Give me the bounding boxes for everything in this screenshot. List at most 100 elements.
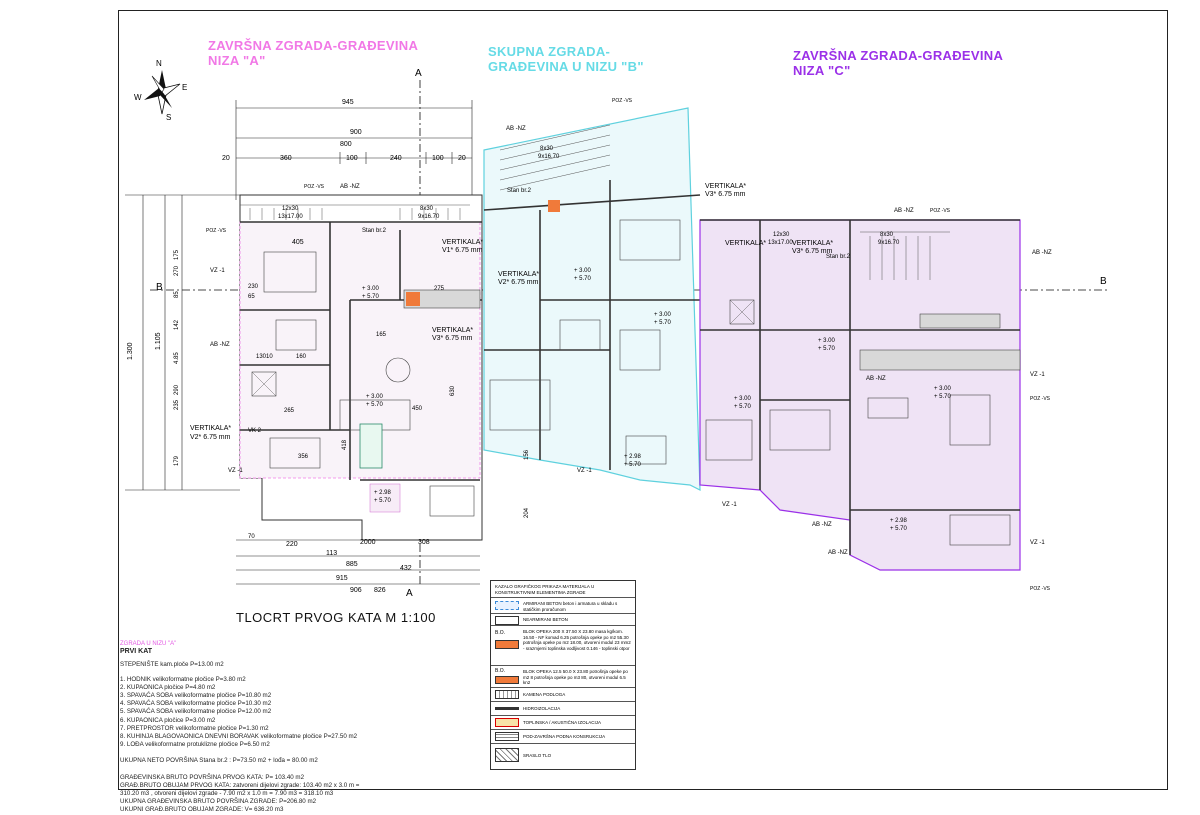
label-vertikala-3: VERTIKALA* <box>498 271 539 278</box>
legend-swatch-6 <box>495 707 519 710</box>
notes-room-1: 1. HODNIK velikoformatne pločice P=3.80 … <box>120 675 246 683</box>
legend-row-1: ARMIRANI BETON beton i armatura u skladu… <box>491 597 635 614</box>
dim-left-85: 85 <box>174 291 180 298</box>
dim-inner-65: 65 <box>248 294 255 300</box>
legend-row-8: POD-ZAVRŠNA PODNA KONSRUKCIJA <box>491 729 635 744</box>
label-poz-2: POZ -VS <box>206 228 227 234</box>
label-stair-c1: 12x30 <box>773 232 790 238</box>
level-a2b: + 5.70 <box>366 402 384 408</box>
label-abnz-4: AB -NZ <box>894 208 914 214</box>
dim-inner-405: 405 <box>292 239 304 246</box>
level-c2b: + 5.70 <box>734 404 752 410</box>
dim-left-179: 179 <box>174 455 180 466</box>
legend-text-6: HIDROIZOLACIJA <box>523 706 561 711</box>
legend-swatch-1 <box>495 601 519 610</box>
label-v3b: V3* 6.75 mm <box>432 335 473 342</box>
label-abnz-5: AB -NZ <box>1032 250 1052 256</box>
legend-text-7: TOPLINSKA / AKUSTIČNA IZOLACIJA <box>523 720 601 725</box>
compass-s-label: S <box>166 113 171 122</box>
label-vz-1: VZ -1 <box>210 268 225 274</box>
level-c3: + 3.00 <box>934 386 952 392</box>
dim-inner-156: 156 <box>524 449 530 460</box>
legend-swatch-5 <box>495 690 519 699</box>
notes-stair: STEPENIŠTE kam.ploče P=13.00 m2 <box>120 661 224 669</box>
dim-bottom-2000: 2000 <box>360 539 376 546</box>
label-poz-6: POZ -VS <box>1030 586 1051 592</box>
level-b3b: + 5.70 <box>624 462 642 468</box>
label-v1: V1* 6.75 mm <box>442 247 483 254</box>
dim-inner-265: 265 <box>284 408 295 414</box>
dim-top-360: 360 <box>280 155 292 162</box>
label-stair-c3: 8x30 <box>880 232 894 238</box>
dim-inner-356: 356 <box>298 454 309 460</box>
label-stair-c4: 9x16.70 <box>878 240 900 246</box>
label-stair-b1: 8x30 <box>540 146 554 152</box>
label-v2: V2* 6.75 mm <box>190 434 231 441</box>
dim-inner-275: 275 <box>434 286 445 292</box>
plan-title: TLOCRT PRVOG KATA M 1:100 <box>236 610 436 625</box>
dim-top-100b: 100 <box>432 155 444 162</box>
label-poz-1: POZ -VS <box>1030 396 1051 402</box>
dim-top-100: 100 <box>346 155 358 162</box>
notes-room-4: 4. SPAVAĆA SOBA velikoformatne pločice P… <box>120 700 272 708</box>
level-c2: + 3.00 <box>734 396 752 402</box>
legend-swatch-3 <box>495 640 519 649</box>
legend-text-8: POD-ZAVRŠNA PODNA KONSRUKCIJA <box>523 734 606 739</box>
dim-bottom-915: 915 <box>336 575 348 582</box>
level-a3b: + 5.70 <box>374 498 392 504</box>
level-b2b: + 5.70 <box>654 320 672 326</box>
level-c4: + 2.98 <box>890 518 908 524</box>
dim-left-1105: 1.105 <box>155 332 162 350</box>
legend-row-2: NEARMIRANI BETON <box>491 613 635 626</box>
zone-b-title: SKUPNA ZGRADA- GRAĐEVINA U NIZU "B" <box>488 44 644 74</box>
building-b <box>483 107 701 491</box>
dim-inner-418: 418 <box>342 439 348 450</box>
label-stair-a3: 8x30 <box>420 206 434 212</box>
label-vertikala-4: VERTIKALA* <box>705 183 746 190</box>
legend-heading: KAZALO GRAFIČKOG PRIKAZA MATERIJALA U KO… <box>495 584 595 595</box>
compass-e-label: E <box>182 83 187 92</box>
building-c <box>699 219 1021 571</box>
legend-row-4: B.O. BLOK OPEKA 12.5 50.0 X 23.80 potroš… <box>491 665 635 688</box>
legend-swatch-2 <box>495 616 519 625</box>
room-schedule-notes: ZGRADA U NIZU "A" PRVI KAT STEPENIŠTE ka… <box>120 640 450 815</box>
materials-legend: KAZALO GRAFIČKOG PRIKAZA MATERIJALA U KO… <box>490 580 636 770</box>
label-poz-3: POZ -VS <box>304 184 325 190</box>
zone-c-title: ZAVRŠNA ZGRADA-GRAĐEVINA NIZA "C" <box>793 48 1003 78</box>
dim-left-290: 290 <box>174 384 180 395</box>
label-stan-c: Stan br.2 <box>826 254 851 260</box>
dim-inner-204: 204 <box>524 507 530 518</box>
dim-top-800: 800 <box>340 141 352 148</box>
label-vz-5: VZ -1 <box>1030 372 1045 378</box>
legend-text-5: KAMENA PODLOGA <box>523 692 566 697</box>
legend-text-1: ARMIRANI BETON beton i armatura u skladu… <box>523 601 618 612</box>
left-dimension-lines <box>125 194 240 491</box>
top-dimension-lines <box>235 100 473 200</box>
dim-left-175: 175 <box>174 249 180 260</box>
bottom-dimension-lines <box>236 539 480 585</box>
level-a2: + 3.00 <box>366 394 384 400</box>
dim-top-900: 900 <box>350 129 362 136</box>
label-abnz-7: AB -NZ <box>812 522 832 528</box>
label-v2b: V2* 6.75 mm <box>498 279 539 286</box>
zone-b-title-line2: GRAĐEVINA U NIZU "B" <box>488 59 644 74</box>
legend-swatch-7 <box>495 718 519 727</box>
dim-bottom-432: 432 <box>400 565 412 572</box>
notes-room-7: 7. PRETPROSTOR velikoformatne pločice P=… <box>120 724 269 732</box>
level-c1b: + 5.70 <box>818 346 836 352</box>
notes-gross-1: GRAĐEVINSKA BRUTO POVRŠINA PRVOG KATA: P… <box>120 773 305 781</box>
level-b2: + 3.00 <box>654 312 672 318</box>
notes-gross-5: UKUPNI GRAĐ.BRUTO OBUJAM ZGRADE: V= 636.… <box>120 806 284 814</box>
dim-top-20a: 20 <box>222 155 230 162</box>
legend-row-3: B.O. BLOK OPEKA 200 X 37.50 X 23.80 masa… <box>491 625 635 666</box>
dim-left-270: 270 <box>174 265 180 276</box>
dim-bottom-113: 113 <box>326 550 337 557</box>
label-vertikala-5: VERTIKALA* <box>432 327 473 334</box>
notes-room-8: 8. KUHINJA BLAGOVAONICA DNEVNI BORAVAK v… <box>120 733 358 741</box>
level-b1b: + 5.70 <box>574 276 592 282</box>
label-stan-b: Stan br.2 <box>507 188 532 194</box>
legend-row-9: SRASLO TLO <box>491 743 635 768</box>
notes-room-6: 6. KUPAONICA pločice P=3.00 m2 <box>120 716 216 724</box>
